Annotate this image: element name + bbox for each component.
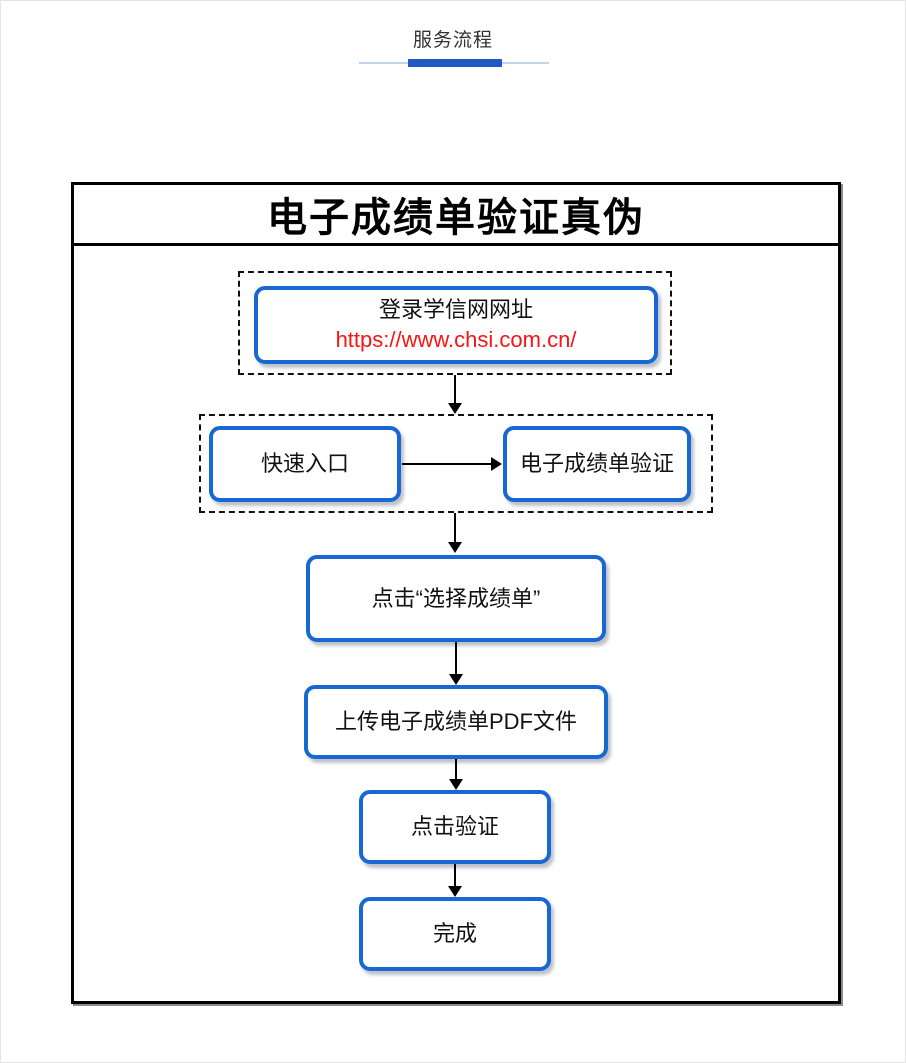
node-login-label: 登录学信网网址 xyxy=(378,297,533,323)
arrow-shaft xyxy=(455,642,457,676)
node-quick-entry-label: 快速入口 xyxy=(260,451,349,477)
title-underline-accent-bar xyxy=(408,59,502,67)
flowchart-title: 电子成绩单验证真伪 xyxy=(74,185,838,246)
node-click-verify: 点击验证 xyxy=(359,790,551,864)
arrow-head-icon xyxy=(449,779,463,790)
node-upload-pdf-label: 上传电子成绩单PDF文件 xyxy=(334,709,577,735)
node-transcript-verify-entry: 电子成绩单验证 xyxy=(503,426,691,502)
node-transcript-verify-entry-label: 电子成绩单验证 xyxy=(519,451,674,477)
arrow-shaft xyxy=(402,463,493,465)
arrow-head-icon xyxy=(449,674,463,685)
arrow-down-1 xyxy=(447,375,463,414)
arrow-head-icon xyxy=(448,886,462,897)
arrow-down-2 xyxy=(447,513,463,553)
arrow-shaft xyxy=(454,513,456,544)
node-done-label: 完成 xyxy=(432,921,477,947)
arrow-head-icon xyxy=(491,457,502,471)
dashed-group-login xyxy=(238,271,672,375)
arrow-head-icon xyxy=(448,403,462,414)
node-login: 登录学信网网址 https://www.chsi.com.cn/ xyxy=(254,286,658,364)
node-click-verify-label: 点击验证 xyxy=(410,814,499,840)
arrow-shaft xyxy=(455,759,457,781)
arrow-shaft xyxy=(454,864,456,888)
arrow-down-3 xyxy=(448,642,464,685)
arrow-right xyxy=(402,456,502,472)
dashed-group-entry xyxy=(199,414,713,513)
node-select-transcript-label: 点击“选择成绩单” xyxy=(371,585,541,611)
node-done: 完成 xyxy=(359,897,551,971)
node-login-url: https://www.chsi.com.cn/ xyxy=(335,327,577,352)
arrow-down-4 xyxy=(448,759,464,790)
node-select-transcript: 点击“选择成绩单” xyxy=(306,555,606,642)
node-upload-pdf: 上传电子成绩单PDF文件 xyxy=(304,685,608,759)
arrow-head-icon xyxy=(448,542,462,553)
arrow-shaft xyxy=(454,375,456,405)
node-quick-entry: 快速入口 xyxy=(209,426,401,502)
section-title: 服务流程 xyxy=(412,30,493,51)
arrow-down-5 xyxy=(447,864,463,897)
